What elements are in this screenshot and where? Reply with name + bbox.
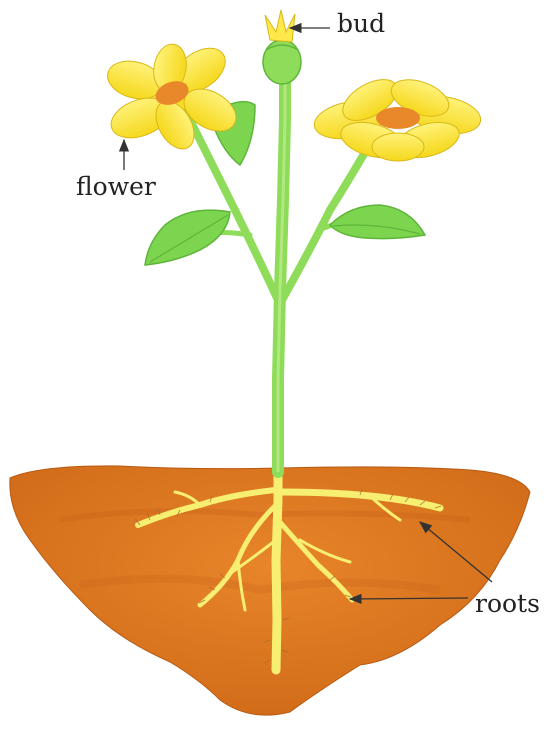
bud (263, 10, 301, 84)
label-roots: roots (475, 589, 540, 618)
label-bud: bud (337, 9, 385, 38)
label-flower: flower (76, 172, 156, 201)
flower-head (311, 71, 483, 164)
